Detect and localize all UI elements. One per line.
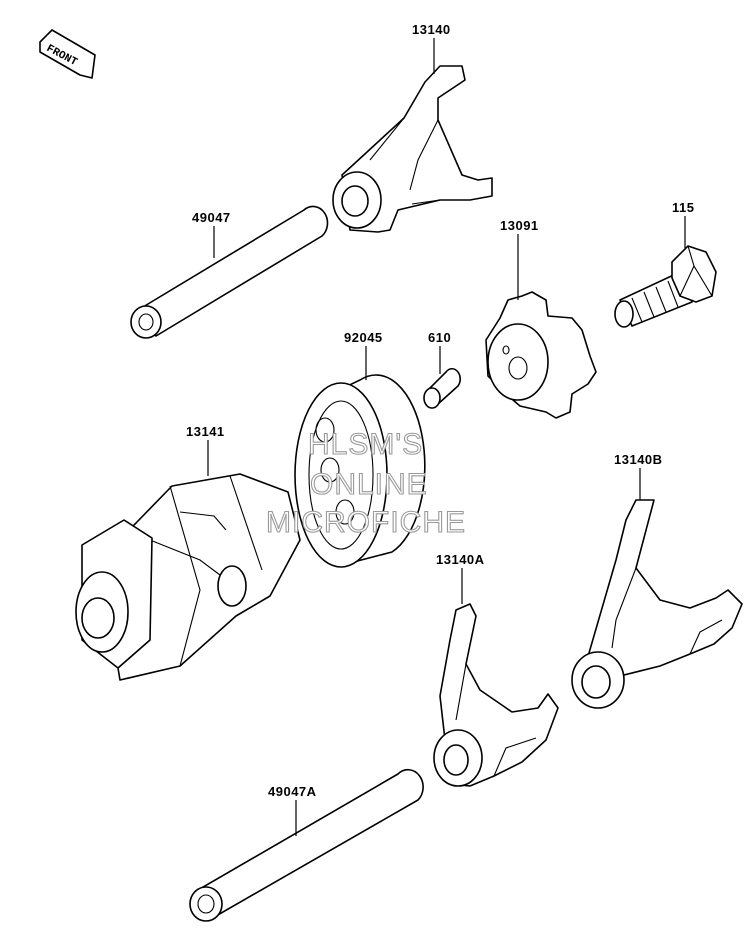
shift-drum-13141 (75, 473, 301, 681)
bearing-92045 (294, 374, 426, 568)
shift-fork-13140 (332, 65, 493, 233)
shift-rod-49047A (189, 768, 424, 922)
shift-rod-49047 (130, 205, 329, 339)
callout-13141: 13141 (186, 424, 225, 439)
callout-49047: 49047 (192, 210, 231, 225)
watermark-line-2: ONLINE (310, 468, 428, 501)
shift-fork-13140B (571, 499, 743, 709)
callout-610: 610 (428, 330, 451, 345)
callout-13091: 13091 (500, 218, 539, 233)
callout-13140A: 13140A (436, 552, 485, 567)
callout-13140B: 13140B (614, 452, 663, 467)
segment-13091 (485, 291, 597, 419)
watermark-line-1: HLSM'S (308, 428, 423, 461)
bolt-115 (614, 245, 717, 328)
callout-49047A: 49047A (268, 784, 317, 799)
callout-13140: 13140 (412, 22, 451, 37)
pin-610 (423, 367, 462, 409)
watermark-line-3: MICROFICHE (266, 506, 466, 539)
front-arrow-icon: FRONT (39, 29, 96, 79)
callout-115: 115 (672, 200, 694, 215)
callout-92045: 92045 (344, 330, 383, 345)
shift-fork-13140A (433, 603, 559, 787)
